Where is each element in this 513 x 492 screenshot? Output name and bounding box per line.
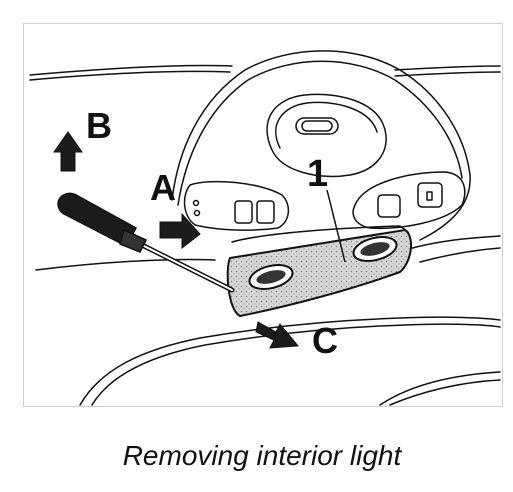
label-a: A bbox=[150, 167, 176, 208]
label-b: B bbox=[86, 105, 112, 146]
figure-caption: Removing interior light bbox=[123, 440, 403, 471]
arrow-up-icon bbox=[53, 131, 83, 172]
part-leader-line bbox=[326, 189, 346, 263]
arrow-right-icon bbox=[159, 212, 201, 250]
screwdriver-icon bbox=[57, 192, 235, 293]
arrow-down-right-icon bbox=[255, 321, 299, 349]
vehicle-roof-drawing bbox=[29, 50, 501, 406]
interior-light-lens bbox=[226, 228, 412, 318]
label-c: C bbox=[312, 320, 338, 361]
part-number-label: 1 bbox=[307, 153, 328, 195]
